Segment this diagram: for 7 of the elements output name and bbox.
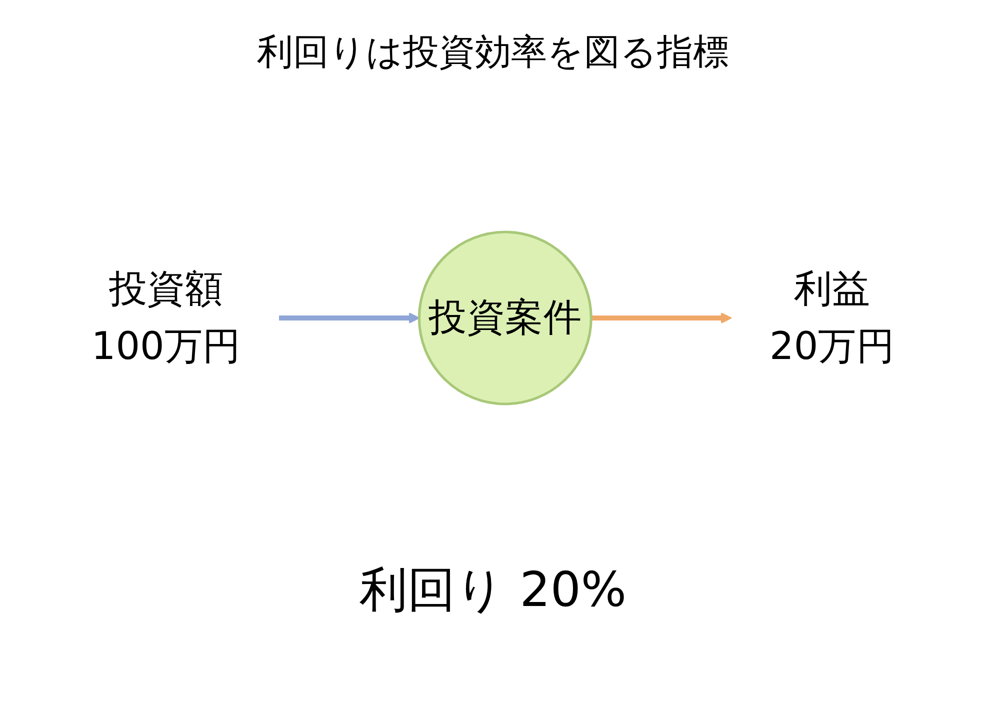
arrow <box>591 312 732 324</box>
yield-text: 利回り 20% <box>360 561 626 620</box>
node-text: 利益 20万円 <box>770 267 895 369</box>
title: 利回りは投資効率を図る指標 <box>256 31 730 75</box>
node-text: 投資額 100万円 <box>91 267 241 369</box>
node-circle: 投資案件 <box>418 230 592 406</box>
arrow <box>279 312 420 324</box>
